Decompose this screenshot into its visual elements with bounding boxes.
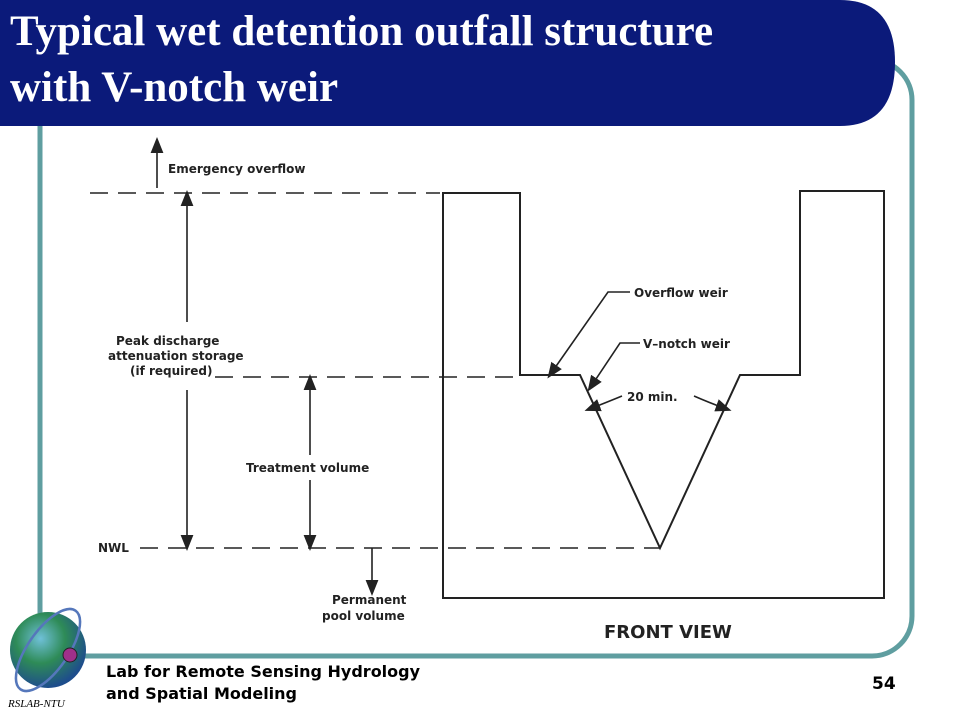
title-banner: [0, 0, 895, 126]
globe-icon: [10, 612, 86, 688]
satellite-dot-icon: [62, 647, 78, 663]
title-line-2: with V-notch weir: [10, 64, 339, 111]
front-view-label: FRONT VIEW: [604, 622, 732, 643]
slide-title: Typical wet detention outfall structure w…: [10, 4, 890, 116]
peak-discharge-label-1: Peak discharge: [116, 334, 219, 348]
footer-lab-name: Lab for Remote Sensing Hydrology and Spa…: [106, 661, 420, 705]
permanent-pool-label-2: pool volume: [322, 609, 405, 623]
angle-arc-right: [693, 395, 732, 412]
peak-discharge-label-3: (if required): [130, 364, 212, 378]
overflow-weir-leader: [547, 291, 630, 379]
emergency-overflow-label: Emergency overflow: [168, 162, 306, 176]
title-banner-shape: [0, 0, 895, 126]
outfall-structure-outline: [442, 190, 885, 599]
permanent-pool-label-1: Permanent: [332, 593, 407, 607]
v-notch-weir-leader: [587, 342, 640, 392]
title-line-1: Typical wet detention outfall structure: [10, 8, 714, 55]
angle-arc-left: [584, 395, 623, 412]
overflow-weir-label: Overflow weir: [634, 286, 728, 300]
logo-caption: RSLAB-NTU: [8, 698, 65, 710]
peak-discharge-label-2: attenuation storage: [108, 349, 244, 363]
orbit-ring-icon: [14, 607, 82, 693]
rslab-logo: [10, 607, 86, 693]
footer-line-2: and Spatial Modeling: [106, 684, 297, 703]
page-number: 54: [872, 674, 896, 694]
v-notch-weir-label: V–notch weir: [643, 337, 730, 351]
treatment-volume-label: Treatment volume: [246, 461, 369, 475]
angle-label: 20 min.: [627, 390, 678, 404]
nwl-label: NWL: [98, 541, 129, 555]
footer-line-1: Lab for Remote Sensing Hydrology: [106, 662, 421, 681]
